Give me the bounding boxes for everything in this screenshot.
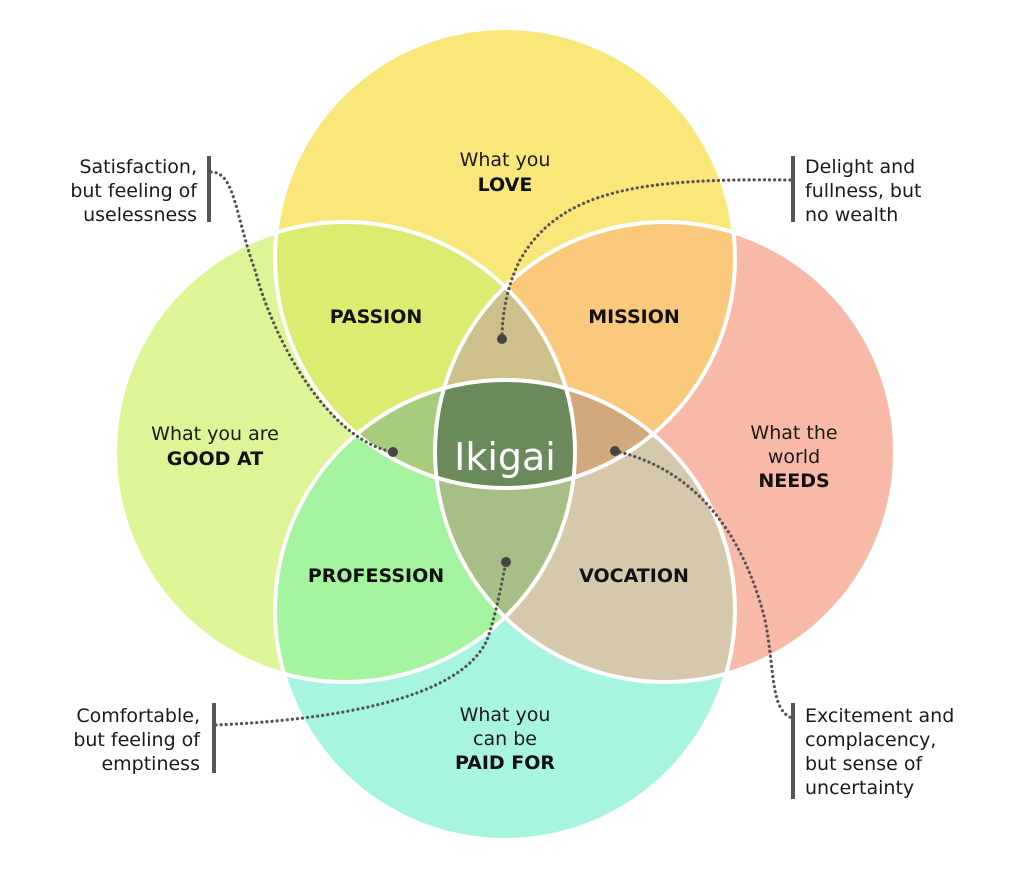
bar-bottom-left — [212, 703, 216, 773]
note-bottom-left-line2: but feeling of — [73, 729, 201, 751]
mission-label: MISSION — [588, 306, 680, 328]
paid-for-label-line3: PAID FOR — [455, 752, 555, 774]
circle-outlines — [113, 26, 897, 842]
bar-bottom-right — [791, 703, 795, 799]
note-bottom-left-line1: Comfortable, — [76, 705, 200, 727]
leader-dot-top-left — [388, 447, 398, 457]
leader-dot-top-right — [497, 334, 507, 344]
vocation-label: VOCATION — [579, 565, 689, 587]
note-bottom-right-line1: Excitement and — [805, 705, 954, 727]
note-top-left-line1: Satisfaction, — [79, 156, 197, 178]
paid-for-label-line1: What you — [460, 704, 551, 726]
love-label-line2: LOVE — [478, 174, 533, 196]
paid-for-label-line2: can be — [473, 728, 537, 750]
bar-top-right — [791, 156, 795, 222]
overlap-profession — [275, 380, 575, 682]
leader-bottom-right — [613, 449, 794, 720]
ikigai-label: Ikigai — [454, 435, 556, 479]
good-at-label-line2: GOOD AT — [167, 448, 264, 470]
note-top-right-line2: fullness, but — [805, 180, 921, 202]
leader-lines — [209, 170, 794, 727]
note-bottom-right-line4: uncertainty — [805, 777, 914, 799]
needs-label-line3: NEEDS — [758, 470, 829, 492]
leader-top-right — [500, 178, 792, 340]
annotation-bars — [207, 156, 795, 799]
needs-label-line2: world — [768, 446, 820, 468]
overlap-vocation — [435, 380, 735, 682]
bar-top-left — [207, 156, 211, 222]
profession-label: PROFESSION — [308, 565, 444, 587]
note-bottom-right-line2: complacency, — [805, 729, 936, 751]
note-bottom-left-line3: emptiness — [101, 753, 200, 775]
leader-dot-bottom-right — [610, 446, 620, 456]
leader-bottom-left — [214, 560, 508, 727]
leader-top-left — [209, 170, 395, 454]
note-top-left-line2: but feeling of — [70, 180, 198, 202]
good-at-label-line1: What you are — [151, 423, 279, 445]
note-top-left-line3: uselessness — [83, 204, 197, 226]
leader-dot-bottom-left — [501, 557, 511, 567]
note-bottom-right-line3: but sense of — [805, 753, 923, 775]
leader-dots — [388, 334, 620, 567]
note-top-right-line3: no wealth — [805, 204, 898, 226]
passion-label: PASSION — [330, 306, 423, 328]
love-label-line1: What you — [460, 149, 551, 171]
needs-label-line1: What the — [750, 422, 837, 444]
note-top-right-line1: Delight and — [805, 156, 915, 178]
